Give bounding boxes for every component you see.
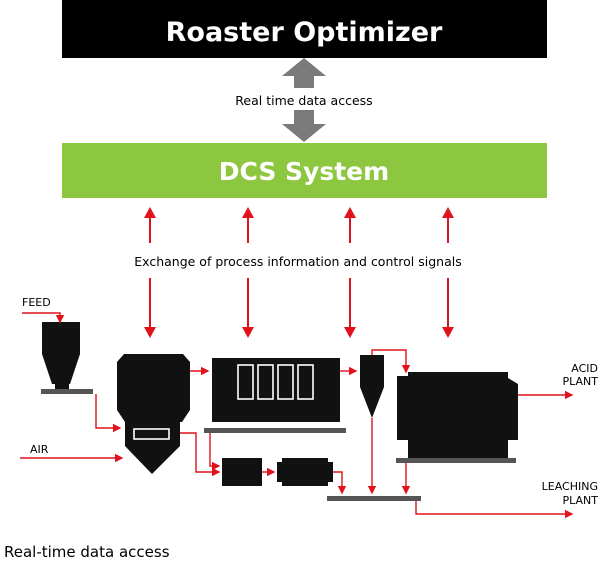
process-flows xyxy=(20,312,574,519)
leaching-collector-platform xyxy=(327,496,421,501)
roaster-vessel xyxy=(117,354,190,474)
roaster-window xyxy=(133,428,170,440)
cyclone xyxy=(360,355,384,418)
waste-heat-boiler xyxy=(212,358,340,422)
leaching-plant-label-line1: LEACHING xyxy=(542,480,598,493)
air-label: AIR xyxy=(30,443,49,456)
feed-platform xyxy=(41,389,93,394)
conveyor-unit-1 xyxy=(222,458,262,486)
roaster-optimizer-box xyxy=(62,0,547,58)
double-arrow-gray-icon xyxy=(282,58,326,142)
signal-arrow-2-icon xyxy=(242,207,254,338)
figure-caption: Real-time data access xyxy=(4,543,170,561)
acid-plant-label-line1: ACID xyxy=(571,362,598,375)
signal-arrow-1-icon xyxy=(144,207,156,338)
dcs-system-box xyxy=(62,143,547,198)
dcs-system-title: DCS System xyxy=(219,157,389,186)
exchange-label: Exchange of process information and cont… xyxy=(134,254,461,269)
esp-platform xyxy=(396,458,516,463)
feed-hopper xyxy=(42,322,80,389)
boiler-platform xyxy=(204,428,346,433)
leaching-plant-label-line2: PLANT xyxy=(563,494,599,507)
feed-label: FEED xyxy=(22,296,51,309)
signal-arrows xyxy=(144,207,454,338)
signal-arrow-4-icon xyxy=(442,207,454,338)
conveyor-unit-2 xyxy=(277,458,333,486)
signal-arrow-3-icon xyxy=(344,207,356,338)
realtime-data-label: Real time data access xyxy=(235,93,372,108)
electrostatic-precipitator xyxy=(397,372,518,458)
roaster-optimizer-title: Roaster Optimizer xyxy=(166,17,443,48)
acid-plant-label-line2: PLANT xyxy=(563,375,599,388)
